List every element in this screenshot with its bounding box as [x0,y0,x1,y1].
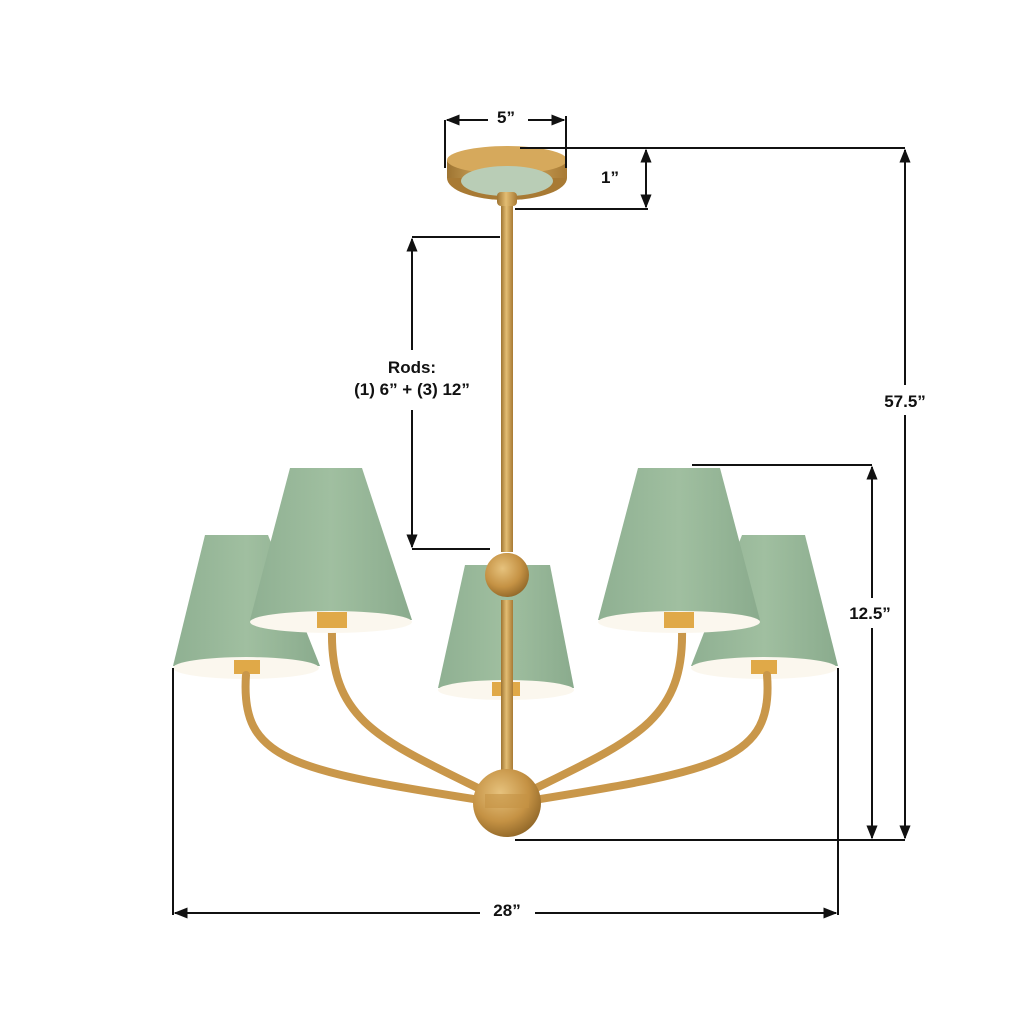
shade-left [250,468,412,633]
overall-width-label: 28” [493,901,521,921]
canopy-width-label: 5” [497,108,515,128]
rods-title-label: Rods: [387,358,437,378]
shade-far-right [691,535,838,679]
body-ball [473,769,541,837]
canopy [447,146,567,200]
shade-center [438,553,574,770]
fixture-height-label: 12.5” [849,604,891,624]
rods-detail-label: (1) 6” + (3) 12” [354,380,470,400]
dimension-lines [172,114,911,919]
arms [241,626,772,804]
canopy-height-label: 1” [601,168,619,188]
shade-far-left [173,535,320,679]
overall-height-label: 57.5” [884,392,926,412]
shade-right [598,468,760,633]
